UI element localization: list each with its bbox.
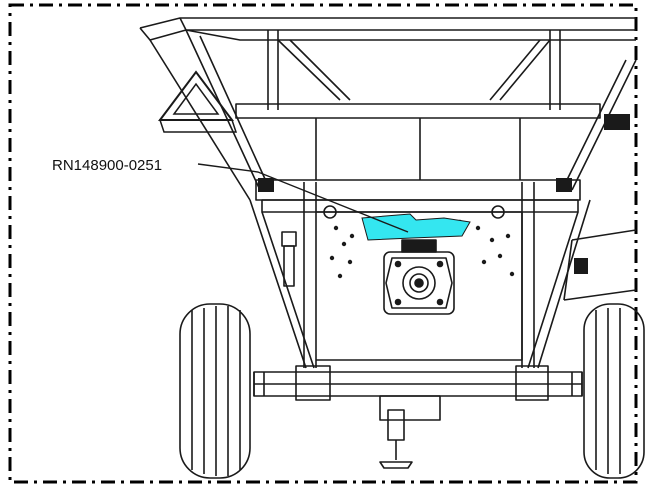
highlighted-decal <box>361 213 471 241</box>
left-top-post <box>267 30 279 110</box>
upper-cross-bar <box>235 103 601 119</box>
hopper-top-rim-inner <box>185 29 636 41</box>
part-number-label: RN148900-0251 <box>52 157 162 174</box>
front-upright-left <box>303 182 317 368</box>
front-face-plate <box>261 199 579 213</box>
hitch-beam-ends <box>253 372 583 396</box>
hitch-cross-beam <box>253 371 583 397</box>
left-hopper-wall <box>149 29 271 201</box>
center-tongue <box>379 395 441 421</box>
front-upright-right <box>521 182 535 368</box>
tire-icon <box>179 303 251 479</box>
coupler-mount-bracket <box>401 239 437 253</box>
hopper-top-rim <box>139 17 636 41</box>
dash-dot-border <box>8 3 638 484</box>
middle-cross-bar <box>255 179 581 201</box>
left-brace <box>277 39 351 101</box>
right-lower-slope <box>527 199 591 369</box>
right-side-panel <box>563 229 637 301</box>
left-port <box>323 205 337 219</box>
beam-clamp-right <box>515 365 549 401</box>
right-top-post <box>549 30 561 110</box>
callout-leader <box>197 163 409 233</box>
jack-stand-icon <box>379 409 413 469</box>
left-lower-slope <box>249 199 315 369</box>
beam-clamp-left <box>295 365 331 401</box>
right-port <box>491 205 505 219</box>
decal-marks <box>258 114 630 274</box>
left-jack-rod <box>281 231 297 287</box>
back-panel-lines <box>315 118 521 180</box>
safety-triangle-icon <box>158 70 238 133</box>
right-tire-icon <box>583 303 645 479</box>
right-brace <box>489 39 551 101</box>
pto-coupler-icon <box>383 251 455 315</box>
center-panel <box>316 211 523 361</box>
